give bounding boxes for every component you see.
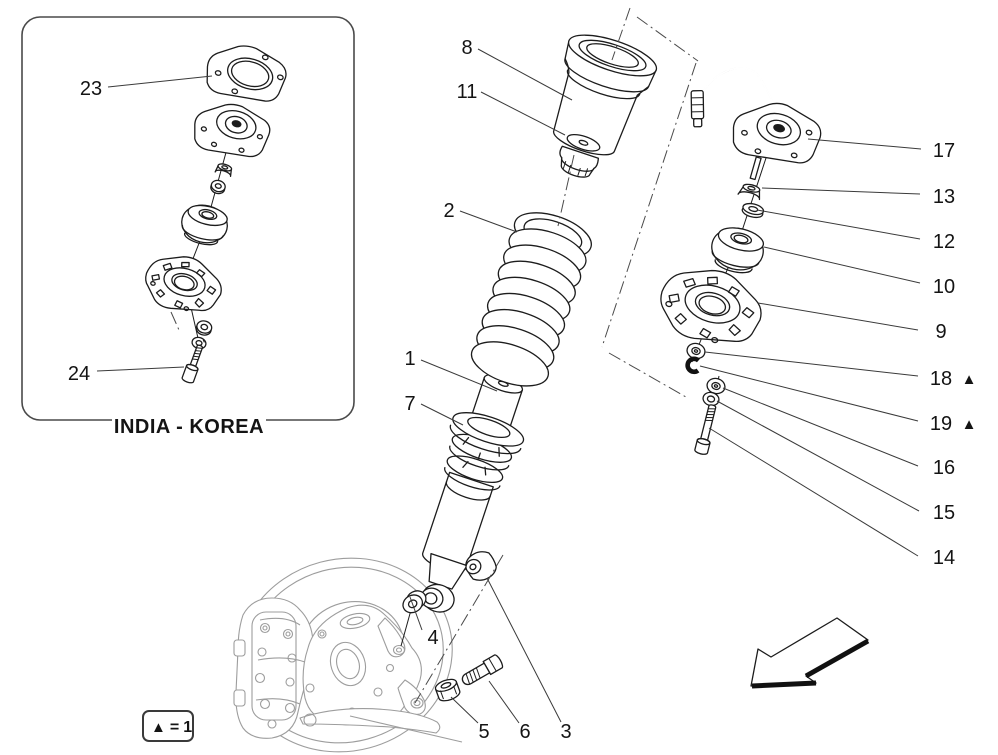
inset-caption: INDIA - KOREA <box>114 416 264 438</box>
leader-line-18 <box>704 351 919 377</box>
part-9-hex-plate <box>660 269 762 344</box>
part-12-washer <box>741 202 765 219</box>
part-label-12: 12 <box>933 231 955 253</box>
main-shock-assembly <box>402 34 658 702</box>
inset-washer-2 <box>195 320 213 336</box>
part-10-rubber-bushing <box>711 227 765 274</box>
part-label-13: 13 <box>933 186 955 208</box>
callouts: 8 11 2 1 7 4 5 6 3 23 24 17 13 12 10 9 1… <box>68 37 977 743</box>
part-labels: 8 11 2 1 7 4 5 6 3 23 24 17 13 12 10 9 1… <box>68 37 977 743</box>
leader-line-10 <box>763 246 921 284</box>
part-label-19: 19 <box>930 413 952 435</box>
leader-line-9 <box>757 302 919 331</box>
part-18-triangle-marker: ▲ <box>962 371 977 388</box>
leader-line-23 <box>107 75 213 88</box>
part-label-14: 14 <box>933 547 955 569</box>
legend-text: ▲=1 <box>151 719 192 736</box>
background-hub-assembly <box>233 557 463 753</box>
part-label-24: 24 <box>68 363 90 385</box>
part-2-coil-spring <box>470 212 592 387</box>
wire-connector <box>690 90 705 128</box>
caption-mask <box>112 414 266 436</box>
leader-line-13 <box>761 187 921 195</box>
leader-line-12 <box>756 209 921 240</box>
inset-hex-plate <box>145 256 222 312</box>
part-6-bolt <box>461 654 504 686</box>
leader-lines <box>96 48 922 724</box>
part-19-clip <box>685 356 701 375</box>
boundary-top <box>636 16 699 62</box>
part-11-buffer <box>559 133 601 178</box>
part-label-3: 3 <box>560 721 571 743</box>
leader-line-19 <box>699 365 919 422</box>
part-label-7: 7 <box>404 393 415 415</box>
part-label-4: 4 <box>427 627 438 649</box>
axis-line-mid <box>557 154 575 227</box>
legend-border <box>142 710 194 742</box>
part-8-dust-cover <box>552 34 658 156</box>
part-7-spring-seat <box>444 412 525 491</box>
part-label-15: 15 <box>933 502 955 524</box>
legend-box: ▲=1 <box>142 710 194 742</box>
part-14-bolt <box>694 404 717 455</box>
leader-line-16 <box>722 387 919 467</box>
part-23-upper-plate <box>206 45 287 102</box>
part-label-18: 18 <box>930 368 952 390</box>
part-24-bolt <box>181 344 204 384</box>
inset-nut <box>214 163 233 177</box>
leader-line-4 <box>409 596 423 631</box>
leader-line-5 <box>450 696 479 724</box>
part-5-nut <box>434 678 461 702</box>
part-label-10: 10 <box>933 276 955 298</box>
part-15-washer <box>702 391 720 407</box>
leader-line-2 <box>459 210 518 233</box>
separator-lines <box>414 7 699 704</box>
axis-line-top <box>611 7 631 61</box>
part-label-23: 23 <box>80 78 102 100</box>
part-17-electronic-mount <box>690 67 822 181</box>
part-label-16: 16 <box>933 457 955 479</box>
leader-line-24 <box>96 366 185 372</box>
inset-box: INDIA - KOREA <box>21 16 355 438</box>
leader-line-7 <box>420 403 464 426</box>
part-3-bushing <box>465 551 497 581</box>
right-mount-assembly <box>660 67 822 455</box>
part-label-5: 5 <box>478 721 489 743</box>
legend-equals: = <box>170 719 179 736</box>
leader-line-14 <box>708 427 919 557</box>
part-19-triangle-marker: ▲ <box>962 416 977 433</box>
part-label-2: 2 <box>443 200 454 222</box>
leader-line-17 <box>807 138 922 150</box>
part-label-17: 17 <box>933 140 955 162</box>
direction-arrow <box>750 617 870 689</box>
leader-line-1 <box>420 359 498 392</box>
leader-line-3 <box>486 577 562 723</box>
damper-eye <box>420 583 455 613</box>
leader-line-6 <box>488 680 520 724</box>
legend-triangle-icon: ▲ <box>151 719 166 736</box>
part-13-nut <box>737 183 761 201</box>
leader-line-15 <box>716 400 920 512</box>
inset-strut-mount <box>194 103 271 158</box>
brake-caliper <box>235 597 314 739</box>
boundary-left <box>601 62 697 348</box>
part-label-8: 8 <box>461 37 472 59</box>
part-label-11: 11 <box>457 81 478 103</box>
leader-line-11 <box>480 91 566 136</box>
inset-rubber-bushing <box>181 204 228 246</box>
part-label-1: 1 <box>404 348 415 370</box>
part-label-6: 6 <box>519 721 530 743</box>
inset-washer <box>210 179 226 195</box>
legend-value: 1 <box>183 719 192 736</box>
part-label-9: 9 <box>935 321 946 343</box>
leader-line-8 <box>477 48 573 101</box>
boundary-bottom <box>608 352 687 398</box>
